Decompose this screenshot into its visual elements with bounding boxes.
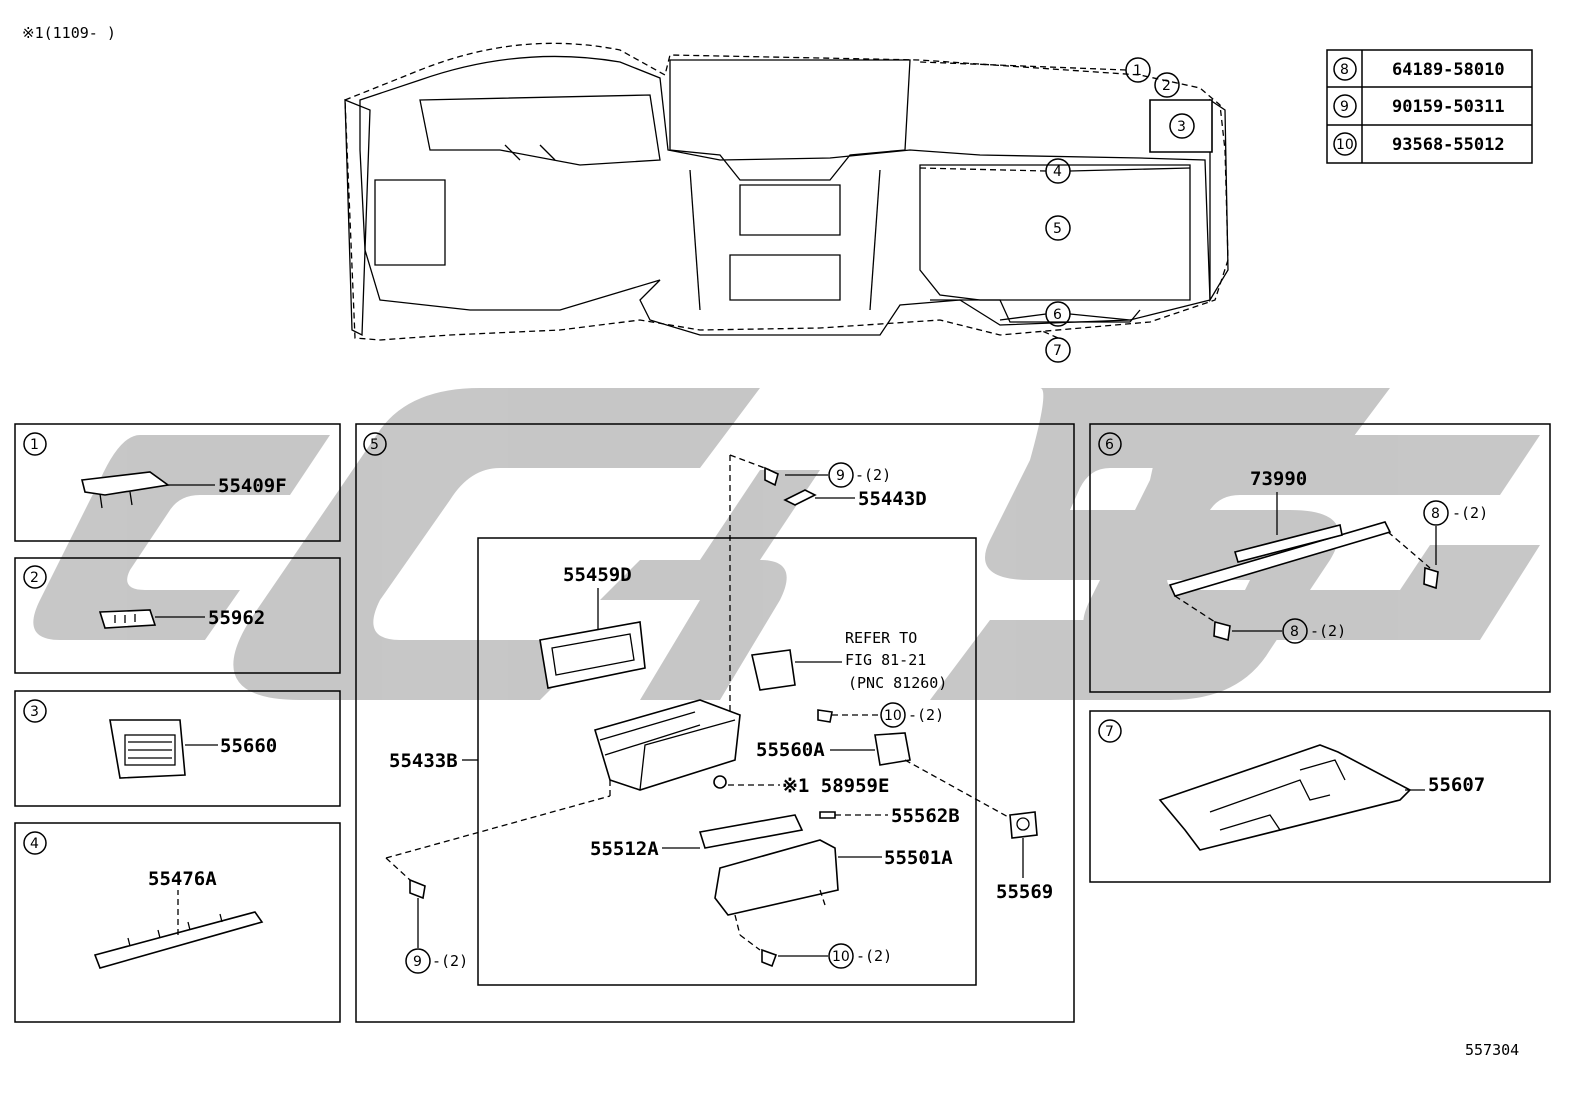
part-55660-drawing [109, 719, 186, 779]
svg-text:8: 8 [1290, 624, 1299, 640]
svg-text:5: 5 [1053, 221, 1062, 237]
dashboard-outline [344, 42, 1229, 341]
refer-line-3: (PNC 81260) [848, 674, 947, 692]
svg-text:7: 7 [1053, 343, 1062, 359]
part-label-55501a: 55501A [884, 847, 953, 869]
svg-text:9: 9 [413, 954, 422, 970]
svg-text:4: 4 [30, 836, 39, 852]
svg-text:10: 10 [1336, 137, 1354, 153]
part-label-55607: 55607 [1428, 774, 1485, 796]
part-label-55962: 55962 [208, 607, 265, 629]
svg-text:2: 2 [30, 570, 39, 586]
fastener-table: 8 64189-58010 9 90159-50311 10 93568-550… [1326, 49, 1533, 164]
part-55459d-drawing [539, 621, 646, 689]
screw-drawing [764, 466, 779, 487]
screw-drawing [761, 948, 778, 968]
part-label-55569: 55569 [996, 881, 1053, 903]
svg-text:3: 3 [1177, 119, 1186, 135]
svg-text:8: 8 [1431, 506, 1440, 522]
svg-text:90159-50311: 90159-50311 [1392, 97, 1505, 117]
part-55569-drawing [1009, 811, 1038, 839]
part-55476a-drawing [93, 911, 264, 969]
header-note: ※1(1109- ) [22, 24, 116, 42]
svg-text:5: 5 [370, 437, 379, 453]
panel-1: 1 55409F [14, 423, 341, 542]
svg-text:-(2): -(2) [856, 947, 892, 965]
svg-text:-(2): -(2) [855, 466, 891, 484]
part-55409f-drawing [81, 471, 171, 496]
panel-7: 7 55607 [1089, 710, 1551, 883]
dashboard-center-stack [669, 59, 911, 301]
part-label-55443d: 55443D [858, 488, 927, 510]
screw-drawing [409, 878, 426, 900]
svg-text:10: 10 [884, 708, 902, 724]
part-label-73990: 73990 [1250, 468, 1307, 490]
svg-text:1: 1 [30, 437, 39, 453]
part-55607-drawing [1158, 744, 1412, 851]
dashboard-lower-duct [930, 299, 1141, 323]
svg-text:93568-55012: 93568-55012 [1392, 135, 1505, 155]
refer-line-1: REFER TO [845, 629, 917, 647]
svg-text:10: 10 [832, 949, 850, 965]
part-label-55459d: 55459D [563, 564, 632, 586]
part-label-58959e: ※1 58959E [782, 775, 889, 797]
part-label-55560a: 55560A [756, 739, 825, 761]
part-55560a-drawing [874, 732, 911, 766]
svg-text:7: 7 [1105, 724, 1114, 740]
part-55443d-drawing [783, 489, 817, 506]
svg-text:1: 1 [1133, 63, 1142, 79]
svg-text:3: 3 [30, 704, 39, 720]
dashboard-left-box [374, 179, 446, 266]
dashboard-left-cluster [419, 94, 661, 166]
figure-number: 557304 [1465, 1041, 1519, 1059]
pin-drawing [819, 811, 836, 819]
part-55512a-drawing [698, 814, 804, 849]
part-label-55433b: 55433B [389, 750, 458, 772]
watermark-letter-g [1083, 435, 1540, 640]
svg-text:6: 6 [1053, 307, 1062, 323]
bolt-drawing [1213, 620, 1231, 642]
part-label-55660: 55660 [220, 735, 277, 757]
svg-text:8: 8 [1340, 62, 1349, 78]
refer-line-2: FIG 81-21 [845, 651, 926, 669]
svg-text:-(2): -(2) [1310, 622, 1346, 640]
panel-4: 4 55476A [14, 822, 341, 1023]
watermark-logo [33, 388, 1540, 700]
part-55962-drawing [98, 609, 157, 629]
bolt-drawing [1423, 566, 1439, 590]
svg-text:2: 2 [1162, 78, 1171, 94]
panel-6: 6 73990 8 -(2) 8 -(2) [1089, 423, 1551, 693]
panel-3: 3 55660 [14, 690, 341, 807]
overview-callouts: 1 2 3 4 5 6 7 [919, 57, 1195, 363]
switch-drawing [751, 649, 796, 691]
watermark-letter-m [600, 470, 820, 700]
svg-text:-(2): -(2) [1452, 504, 1488, 522]
svg-text:-(2): -(2) [908, 706, 944, 724]
svg-text:-(2): -(2) [432, 952, 468, 970]
svg-text:9: 9 [836, 468, 845, 484]
part-55501a-drawing [714, 839, 839, 916]
lamp-drawing [713, 775, 727, 789]
dashboard-frame [359, 55, 1211, 336]
fastener-row: 9 90159-50311 [1333, 94, 1505, 118]
svg-text:9: 9 [1340, 99, 1349, 115]
part-label-55476a: 55476A [148, 868, 217, 890]
svg-text:4: 4 [1053, 164, 1062, 180]
watermark-letter-c [233, 388, 761, 700]
svg-text:6: 6 [1105, 437, 1114, 453]
screw-drawing [817, 709, 833, 723]
dashboard-vent-right [1209, 98, 1229, 303]
part-label-55512a: 55512A [590, 838, 659, 860]
dashboard-overview [344, 42, 1229, 341]
panel-2: 2 55962 [14, 557, 341, 674]
panel-5: 5 9 -(2) 55443D 55459D REFER TO FIG 81-2… [355, 423, 1075, 1023]
fastener-row: 8 64189-58010 [1333, 57, 1505, 81]
part-label-55409f: 55409F [218, 475, 287, 497]
dashboard-right-vent-block [1149, 99, 1213, 153]
fastener-row: 10 93568-55012 [1333, 132, 1505, 156]
part-label-55562b: 55562B [891, 805, 960, 827]
dashboard-vent-left [344, 99, 371, 337]
svg-text:64189-58010: 64189-58010 [1392, 60, 1505, 80]
